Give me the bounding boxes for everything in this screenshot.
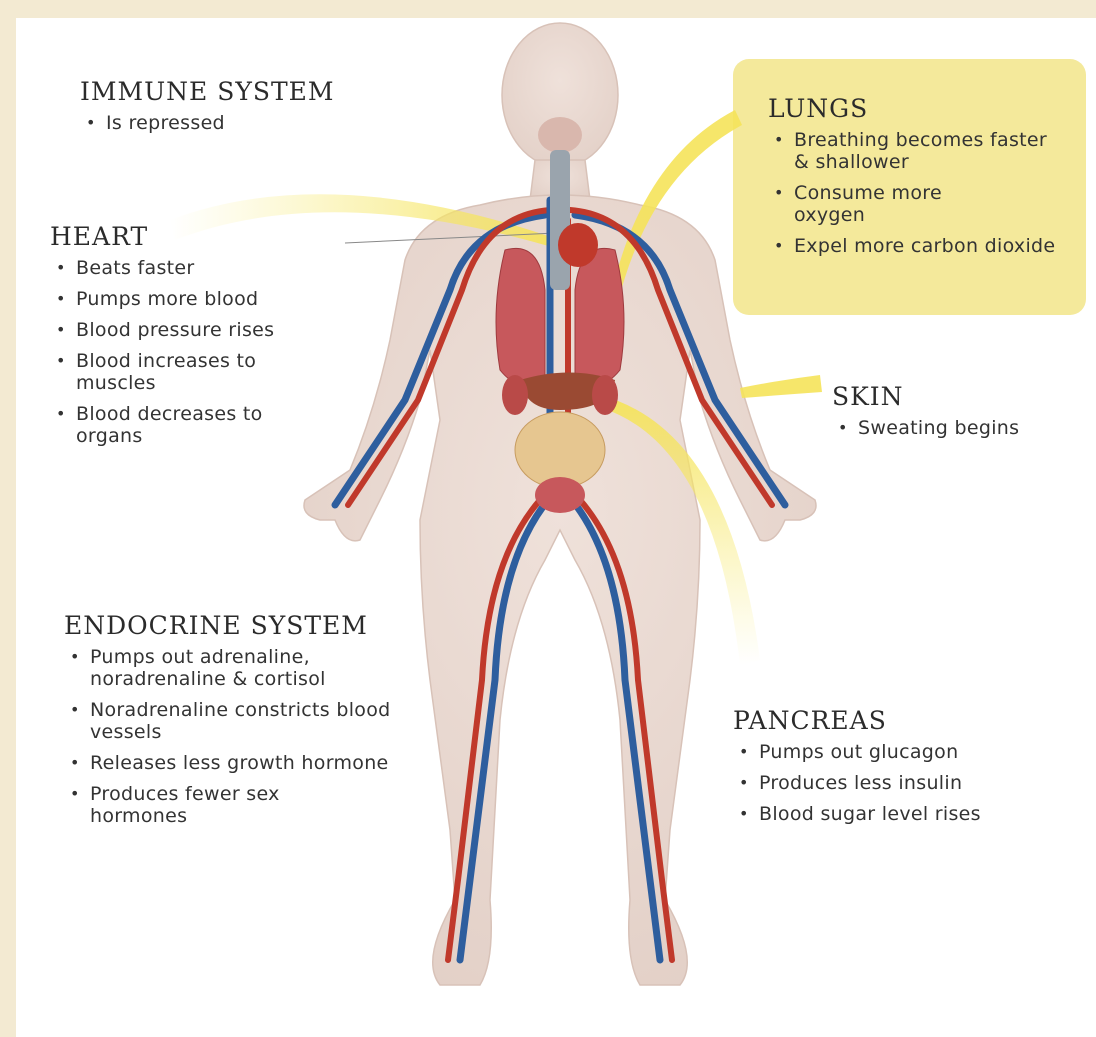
list-item: Blood sugar level rises: [733, 803, 1073, 825]
pancreas-list: Pumps out glucagon Produces less insulin…: [733, 741, 1073, 825]
skin-title: SKIN: [832, 382, 1092, 411]
endocrine-list: Pumps out adrenaline, noradrenaline & co…: [64, 646, 414, 827]
bladder: [535, 477, 585, 513]
trachea: [550, 150, 570, 290]
heart-organ: [558, 223, 598, 267]
heart-title: HEART: [50, 222, 350, 251]
list-item: Is repressed: [80, 112, 400, 134]
pancreas-section: PANCREAS Pumps out glucagon Produces les…: [733, 706, 1073, 834]
list-item: Breathing becomes faster & shallower: [768, 129, 1068, 173]
list-item: Blood decreases to organs: [50, 403, 306, 447]
right-lung: [575, 248, 624, 385]
skin-list: Sweating begins: [832, 417, 1092, 439]
list-item: Pumps more blood: [50, 288, 350, 310]
heart-list: Beats faster Pumps more blood Blood pres…: [50, 257, 350, 447]
list-item: Sweating begins: [832, 417, 1092, 439]
immune-title: IMMUNE SYSTEM: [80, 77, 400, 106]
kidney-left: [502, 375, 528, 415]
intestines: [515, 412, 605, 488]
skin-beam: [740, 375, 822, 398]
skin-section: SKIN Sweating begins: [832, 382, 1092, 448]
list-item: Expel more carbon dioxide: [768, 235, 1064, 257]
heart-section: HEART Beats faster Pumps more blood Bloo…: [50, 222, 350, 456]
list-item: Beats faster: [50, 257, 350, 279]
list-item: Pumps out glucagon: [733, 741, 1073, 763]
immune-system-section: IMMUNE SYSTEM Is repressed: [80, 77, 400, 143]
endocrine-system-section: ENDOCRINE SYSTEM Pumps out adrenaline, n…: [64, 611, 414, 836]
list-item: Noradrenaline constricts blood vessels: [64, 699, 430, 743]
list-item: Consume more oxygen: [768, 182, 1004, 226]
list-item: Produces fewer sex hormones: [64, 783, 380, 827]
endocrine-title: ENDOCRINE SYSTEM: [64, 611, 414, 640]
lungs-section: LUNGS Breathing becomes faster & shallow…: [768, 94, 1068, 266]
list-item: Releases less growth hormone: [64, 752, 390, 774]
kidney-right: [592, 375, 618, 415]
lungs-list: Breathing becomes faster & shallower Con…: [768, 129, 1068, 257]
immune-list: Is repressed: [80, 112, 400, 134]
pancreas-title: PANCREAS: [733, 706, 1073, 735]
list-item: Blood increases to muscles: [50, 350, 326, 394]
list-item: Pumps out adrenaline, noradrenaline & co…: [64, 646, 420, 690]
lungs-title: LUNGS: [768, 94, 1068, 123]
list-item: Produces less insulin: [733, 772, 1073, 794]
left-lung: [496, 248, 545, 385]
list-item: Blood pressure rises: [50, 319, 350, 341]
